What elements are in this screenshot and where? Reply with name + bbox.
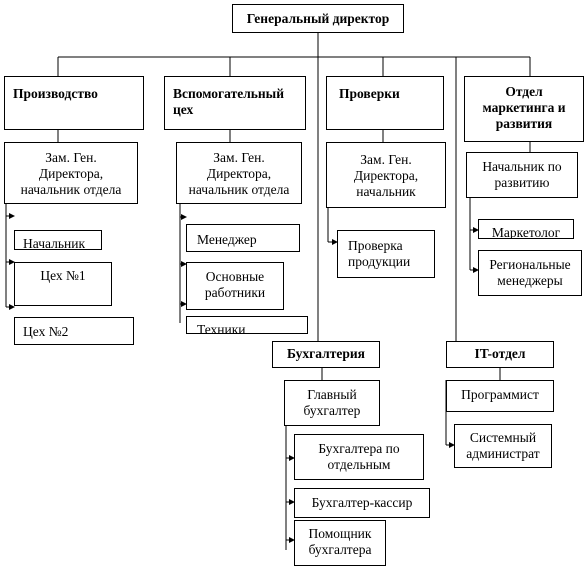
node-label: Техники bbox=[197, 322, 246, 334]
node-aux-technicians: Техники bbox=[186, 316, 308, 334]
node-label: Вспомогательный цех bbox=[173, 86, 284, 117]
node-label: Проверка продукции bbox=[348, 238, 411, 269]
node-label: Бухгалтера по отдельным bbox=[318, 441, 400, 472]
node-label: Менеджер bbox=[197, 232, 257, 247]
node-insp-deputy: Зам. Ген. Директора, начальник bbox=[326, 142, 446, 208]
node-label: Начальник bbox=[23, 236, 86, 250]
node-label: Региональные менеджеры bbox=[489, 257, 571, 288]
node-cashier-accountant: Бухгалтер-кассир bbox=[294, 488, 430, 518]
node-production: Производство bbox=[4, 76, 144, 130]
node-label: Системный администрат bbox=[466, 430, 540, 461]
node-sysadmin: Системный администрат bbox=[454, 424, 552, 468]
node-auxiliary-workshop: Вспомогательный цех bbox=[164, 76, 306, 130]
node-marketer: Маркетолог bbox=[478, 219, 574, 239]
node-label: Начальник по развитию bbox=[482, 159, 562, 190]
node-it-dept: IT-отдел bbox=[446, 341, 554, 368]
node-label: Основные работники bbox=[204, 269, 266, 300]
node-regional-managers: Региональные менеджеры bbox=[478, 250, 582, 296]
node-aux-deputy: Зам. Ген. Директора, начальник отдела bbox=[176, 142, 302, 204]
node-workshop-2: Цех №2 bbox=[14, 317, 134, 345]
node-aux-main-workers: Основные работники bbox=[186, 262, 284, 310]
node-label: Производство bbox=[13, 86, 98, 101]
node-chief-accountant: Главный бухгалтер bbox=[284, 380, 380, 426]
node-accountants-by-area: Бухгалтера по отдельным bbox=[294, 434, 424, 480]
node-label: Генеральный директор bbox=[246, 11, 390, 26]
node-programmer: Программист bbox=[446, 380, 554, 412]
node-label: Бухгалтерия bbox=[287, 346, 365, 361]
node-label: Отдел маркетинга и развития bbox=[482, 84, 566, 131]
node-label: Зам. Ген. Директора, начальник bbox=[353, 152, 419, 199]
node-general-director: Генеральный директор bbox=[232, 4, 404, 33]
node-label: Зам. Ген. Директора, начальник отдела bbox=[20, 150, 122, 197]
node-label: IT-отдел bbox=[474, 346, 526, 361]
node-label: Цех №2 bbox=[23, 324, 69, 339]
node-label: Маркетолог bbox=[491, 225, 561, 239]
node-prod-deputy: Зам. Ген. Директора, начальник отдела bbox=[4, 142, 138, 204]
node-accounting: Бухгалтерия bbox=[272, 341, 380, 368]
node-label: Зам. Ген. Директора, начальник отдела bbox=[188, 150, 290, 197]
node-label: Программист bbox=[461, 387, 539, 402]
node-product-inspection: Проверка продукции bbox=[337, 230, 435, 278]
node-assistant-accountant: Помощник бухгалтера bbox=[294, 520, 386, 566]
node-label: Бухгалтер-кассир bbox=[311, 495, 413, 510]
node-workshop-1: Цех №1 bbox=[14, 262, 112, 306]
node-label: Проверки bbox=[339, 86, 400, 101]
node-inspections: Проверки bbox=[326, 76, 444, 130]
node-label: Главный бухгалтер bbox=[303, 387, 361, 418]
node-marketing: Отдел маркетинга и развития bbox=[464, 76, 584, 142]
node-prod-head: Начальник bbox=[14, 230, 102, 250]
node-aux-manager: Менеджер bbox=[186, 224, 300, 252]
node-label: Цех №1 bbox=[40, 268, 86, 283]
node-dev-head: Начальник по развитию bbox=[466, 152, 578, 198]
node-label: Помощник бухгалтера bbox=[308, 526, 372, 557]
